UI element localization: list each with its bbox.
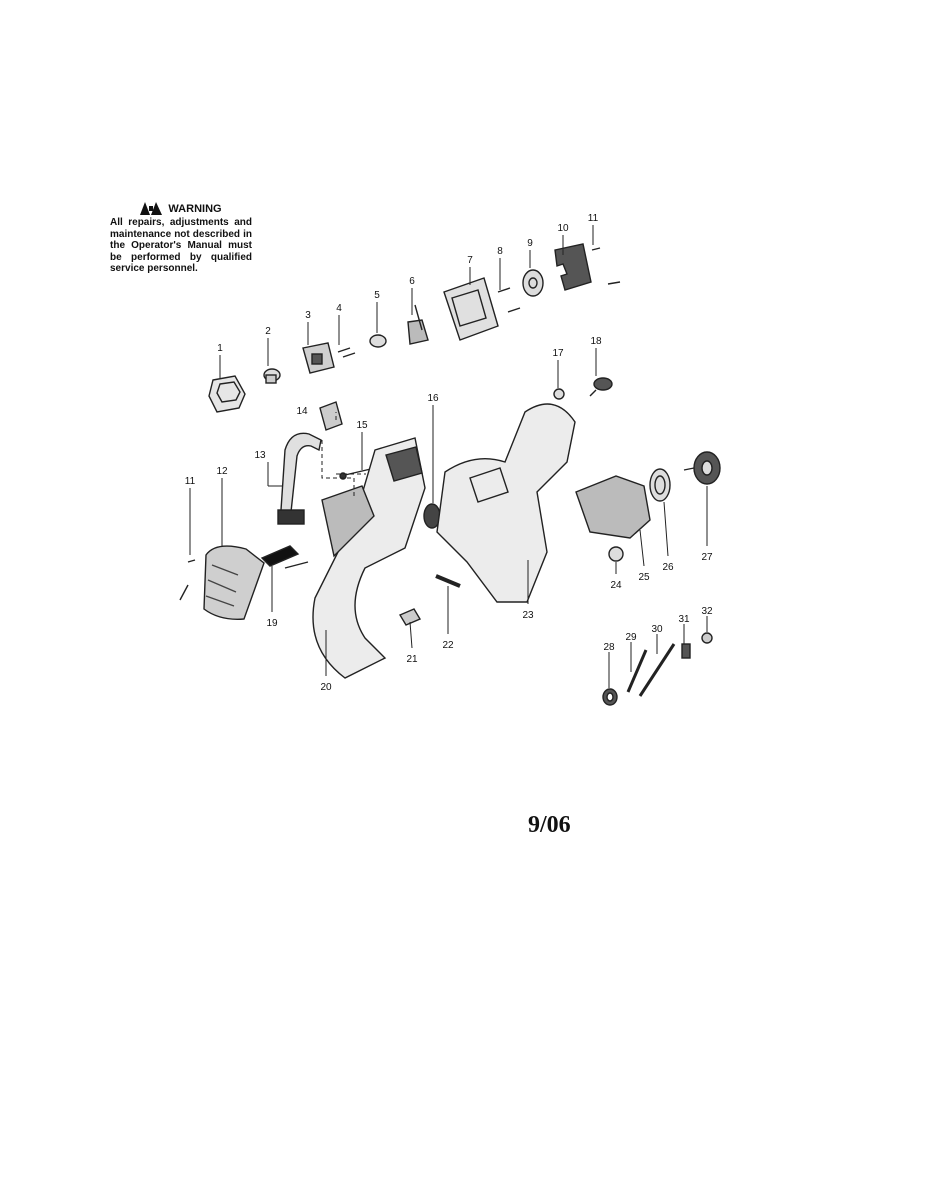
part-6-bracket bbox=[407, 304, 429, 345]
callout-23: 23 bbox=[522, 610, 534, 621]
callout-15: 15 bbox=[356, 420, 368, 431]
callout-29: 29 bbox=[625, 632, 637, 643]
callout-31: 31 bbox=[678, 614, 690, 625]
callout-22: 22 bbox=[442, 640, 454, 651]
callout-19: 19 bbox=[266, 618, 278, 629]
part-7-cover-plate bbox=[443, 277, 499, 341]
callout-30: 30 bbox=[651, 624, 663, 635]
callout-17: 17 bbox=[552, 348, 564, 359]
part-14-pad bbox=[319, 401, 343, 431]
part-9-washer bbox=[522, 269, 544, 297]
part-11-screw-left bbox=[179, 559, 196, 601]
part-12-filter-cover bbox=[203, 545, 265, 620]
part-17-nut bbox=[553, 388, 565, 400]
callout-6: 6 bbox=[409, 276, 415, 287]
callout-1: 1 bbox=[217, 343, 223, 354]
callout-13: 13 bbox=[254, 450, 266, 461]
part-18-knob bbox=[589, 377, 613, 397]
part-24-nut bbox=[608, 546, 624, 562]
callout-25: 25 bbox=[638, 572, 650, 583]
callout-28: 28 bbox=[603, 642, 615, 653]
part-30-fuel-line bbox=[638, 643, 676, 697]
callout-10: 10 bbox=[557, 223, 569, 234]
callout-21: 21 bbox=[406, 654, 418, 665]
part-27-seal bbox=[683, 451, 721, 485]
callout-9: 9 bbox=[527, 238, 533, 249]
part-11-screw bbox=[591, 247, 621, 285]
warning-box: WARNING All repairs, adjustments and mai… bbox=[110, 202, 252, 275]
leader-lines bbox=[189, 225, 708, 688]
date-code: 9/06 bbox=[528, 812, 571, 838]
part-5-cap bbox=[369, 334, 387, 348]
part-4-screw bbox=[337, 347, 356, 358]
part-21-clip bbox=[398, 608, 422, 626]
callout-24: 24 bbox=[610, 580, 622, 591]
part-20-blower-housing bbox=[312, 437, 426, 679]
part-3-carburetor bbox=[302, 342, 335, 374]
part-23-main-housing bbox=[436, 403, 576, 603]
part-32-clip bbox=[701, 632, 713, 644]
part-25-outlet bbox=[575, 475, 651, 539]
part-22-pin bbox=[435, 574, 461, 588]
callout-7: 7 bbox=[467, 255, 473, 266]
part-2-plug bbox=[263, 368, 281, 384]
warning-title: WARNING bbox=[168, 202, 222, 215]
callout-26: 26 bbox=[662, 562, 674, 573]
callout-12: 12 bbox=[216, 466, 228, 477]
part-28-grommet bbox=[602, 688, 618, 706]
part-31-fuel-filter bbox=[681, 643, 691, 659]
part-19-screw bbox=[284, 561, 309, 569]
callout-2: 2 bbox=[265, 326, 271, 337]
callout-4: 4 bbox=[336, 303, 342, 314]
callout-16: 16 bbox=[427, 393, 439, 404]
part-13-handle bbox=[277, 432, 322, 525]
callout-5: 5 bbox=[374, 290, 380, 301]
warning-icon bbox=[140, 202, 163, 215]
callout-3: 3 bbox=[305, 310, 311, 321]
callout-11-left: 11 bbox=[185, 476, 196, 487]
part-26-ring bbox=[649, 468, 671, 502]
part-19-filter bbox=[260, 545, 300, 567]
part-10-bracket bbox=[554, 243, 592, 291]
callout-18: 18 bbox=[590, 336, 602, 347]
callout-11: 11 bbox=[588, 213, 599, 224]
part-29-fuel-line bbox=[626, 649, 648, 693]
callout-27: 27 bbox=[701, 552, 713, 563]
callout-20: 20 bbox=[320, 682, 332, 693]
callout-32: 32 bbox=[701, 606, 713, 617]
warning-header: WARNING bbox=[110, 202, 252, 215]
callout-numbers: 1 2 3 4 5 6 7 8 9 10 11 11 12 13 14 15 1… bbox=[185, 213, 713, 693]
callout-8: 8 bbox=[497, 246, 503, 257]
part-1-gasket bbox=[208, 375, 246, 413]
callout-14: 14 bbox=[296, 406, 308, 417]
warning-text: All repairs, adjustments and maintenance… bbox=[110, 217, 252, 274]
part-8-screws bbox=[497, 287, 521, 313]
